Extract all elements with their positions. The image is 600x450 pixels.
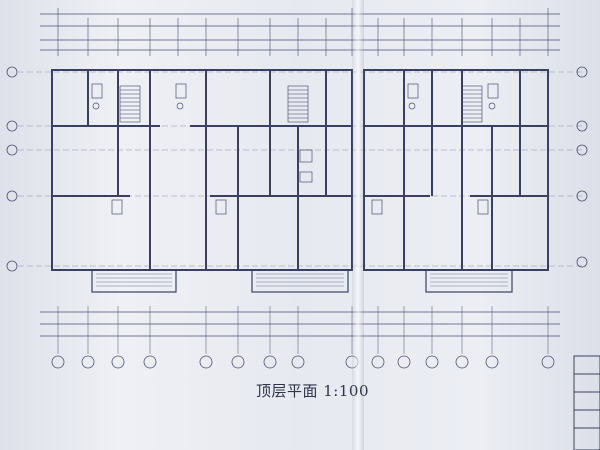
- horizontal-grid-axes: [18, 71, 585, 267]
- staircase-right: [461, 85, 483, 123]
- left-unit-walls: [51, 69, 353, 271]
- paper-fold-crease: [352, 0, 364, 450]
- balcony-hatching: [96, 273, 508, 287]
- balconies: [91, 269, 513, 293]
- staircase-left: [119, 85, 141, 123]
- drawing-caption: 顶层平面 1:100: [256, 382, 369, 400]
- top-dimension-ticks: [57, 8, 549, 56]
- right-unit-walls: [363, 69, 549, 271]
- staircase-middle: [287, 85, 309, 123]
- left-axis-bubbles: [6, 66, 18, 272]
- top-dimension-lines: [40, 13, 560, 51]
- bottom-axis-bubbles: [51, 355, 555, 369]
- bottom-dimension-lines: [40, 311, 560, 337]
- right-axis-bubbles: [576, 66, 588, 268]
- title-block: [573, 355, 600, 450]
- bathroom-fixtures: [91, 83, 499, 215]
- bottom-dimension-ticks: [57, 306, 549, 354]
